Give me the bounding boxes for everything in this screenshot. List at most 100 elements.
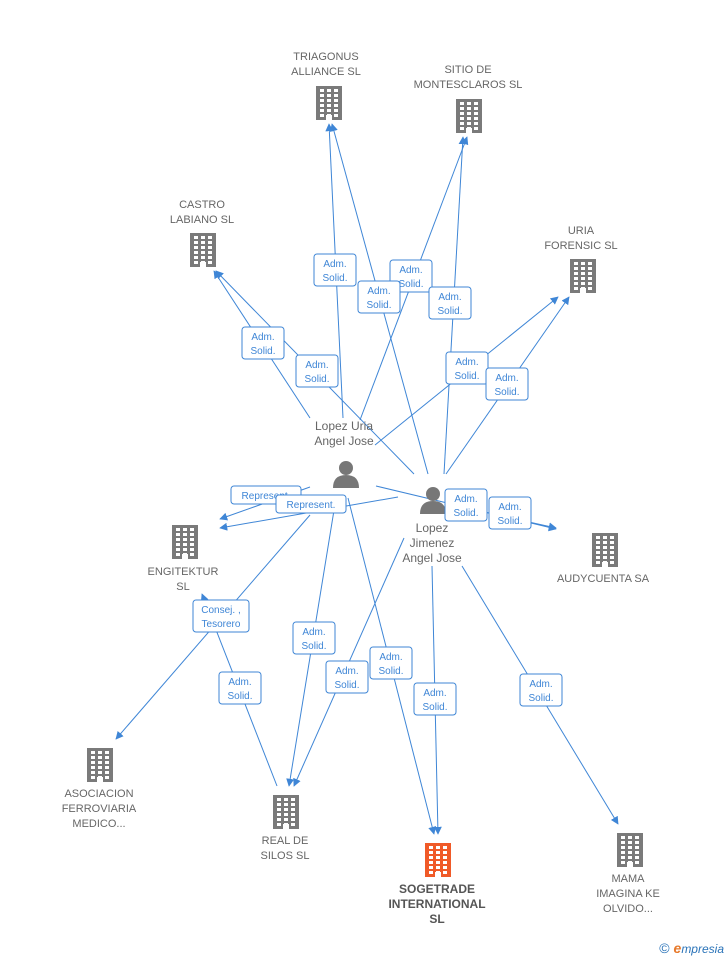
building-window — [105, 751, 109, 754]
building-window — [190, 543, 194, 546]
edge-label-lopezuria-uria[interactable]: Adm.Solid. — [445, 351, 489, 385]
edge-label-lopezjimenez-mama[interactable]: Adm.Solid. — [519, 673, 563, 707]
building-window — [284, 818, 288, 821]
edge-label-lopezjimenez-realdesilos[interactable]: Adm.Solid. — [325, 660, 369, 694]
edge-label-lopezjimenez-sitio[interactable]: Adm.Solid. — [428, 286, 472, 320]
edge-label-lopezuria-triagonus[interactable]: Adm.Solid. — [313, 253, 357, 287]
edge-label-lopezuria-audycuenta[interactable]: Adm.Solid. — [488, 496, 532, 530]
building-window — [201, 241, 205, 244]
person-icon — [420, 487, 446, 514]
building-window — [208, 236, 212, 239]
edge-label-realdesilos-engitektur[interactable]: Adm.Solid. — [218, 671, 262, 705]
building-window — [91, 756, 95, 759]
company-label: AUDYCUENTA SA — [557, 573, 650, 585]
building-window — [91, 771, 95, 774]
building-window — [574, 262, 578, 265]
building-window — [436, 866, 440, 869]
building-window — [320, 104, 324, 107]
company-label: CASTRO — [179, 199, 225, 211]
building-window — [610, 541, 614, 544]
building-window — [603, 536, 607, 539]
edge-label-lopezjimenez-audycuenta[interactable]: Adm. Solid. — [444, 488, 488, 522]
edge-label-box — [313, 253, 357, 287]
edge-label-lopezuria-sogetrade[interactable]: Adm.Solid. — [369, 646, 413, 680]
edge-label-lopezjimenez-sogetrade[interactable]: Adm.Solid. — [413, 682, 457, 716]
edge-label-text: Solid. — [453, 508, 478, 519]
edge-label-box — [275, 494, 347, 514]
building-window — [176, 543, 180, 546]
building-window — [621, 836, 625, 839]
building-window — [443, 871, 447, 874]
building-window — [190, 548, 194, 551]
building-window — [628, 841, 632, 844]
edge-label-lopezjimenez-castro[interactable]: Adm.Solid. — [295, 354, 339, 388]
person-head — [339, 461, 353, 475]
edge-label-box — [369, 646, 413, 680]
person-label: Angel Jose — [314, 434, 374, 448]
building-icon — [617, 833, 643, 867]
edge-label-box — [218, 671, 262, 705]
edge-label-text: Solid. — [454, 371, 479, 382]
building-window — [208, 256, 212, 259]
edge-label-lopezjimenez-uria[interactable]: Adm.Solid. — [485, 367, 529, 401]
building-window — [596, 551, 600, 554]
building-window — [291, 798, 295, 801]
building-window — [291, 813, 295, 816]
building-window — [429, 856, 433, 859]
building-window — [98, 771, 102, 774]
building-window — [603, 541, 607, 544]
edge-label-text: Adm. — [529, 679, 552, 690]
company-node-audycuenta[interactable]: AUDYCUENTA SA — [557, 533, 650, 585]
person-label: Lopez — [416, 521, 449, 535]
building-window — [194, 241, 198, 244]
building-window — [98, 756, 102, 759]
building-window — [603, 556, 607, 559]
building-window — [596, 546, 600, 549]
edge-label-box — [192, 599, 250, 633]
building-window — [201, 246, 205, 249]
building-window — [277, 823, 281, 826]
company-label: INTERNATIONAL — [388, 897, 485, 911]
edge-label-text: Adm. — [454, 494, 477, 505]
building-window — [621, 846, 625, 849]
edge-label-text: Solid. — [301, 641, 326, 652]
edge-label-box — [325, 660, 369, 694]
brand-name: mpresia — [681, 942, 724, 956]
edge-label-lopezuria-castro[interactable]: Adm.Solid. — [241, 326, 285, 360]
edge-label-lopezuria-asociacion[interactable]: Consej. ,Tesorero — [192, 599, 250, 633]
building-window — [91, 776, 95, 779]
building-icon — [273, 795, 299, 829]
edge-label-text: Solid. — [250, 346, 275, 357]
edges-layer — [115, 123, 619, 835]
edge-label-text: Adm. — [302, 627, 325, 638]
building-window — [291, 803, 295, 806]
company-label: FORENSIC SL — [544, 240, 617, 252]
copyright-symbol: © — [659, 940, 670, 956]
edge-label-text: Adm. — [379, 652, 402, 663]
building-icon — [316, 86, 342, 120]
company-node-asociacion[interactable]: ASOCIACIONFERROVIARIAMEDICO... — [62, 748, 137, 830]
building-window — [291, 808, 295, 811]
building-window — [467, 112, 471, 115]
building-icon — [87, 748, 113, 782]
building-window — [98, 751, 102, 754]
edge-label-lopezuria-realdesilos[interactable]: Adm. Solid. — [292, 621, 336, 655]
building-window — [176, 533, 180, 536]
building-icon — [570, 259, 596, 293]
edge-label-box — [357, 280, 401, 314]
footer-brand: © empresia — [659, 940, 724, 956]
edge-label-text: Adm. — [495, 373, 518, 384]
edge-label-lopezjimenez-engitektur[interactable]: Represent. — [275, 494, 347, 514]
edge-label-lopezjimenez-triagonus[interactable]: Adm.Solid. — [357, 280, 401, 314]
